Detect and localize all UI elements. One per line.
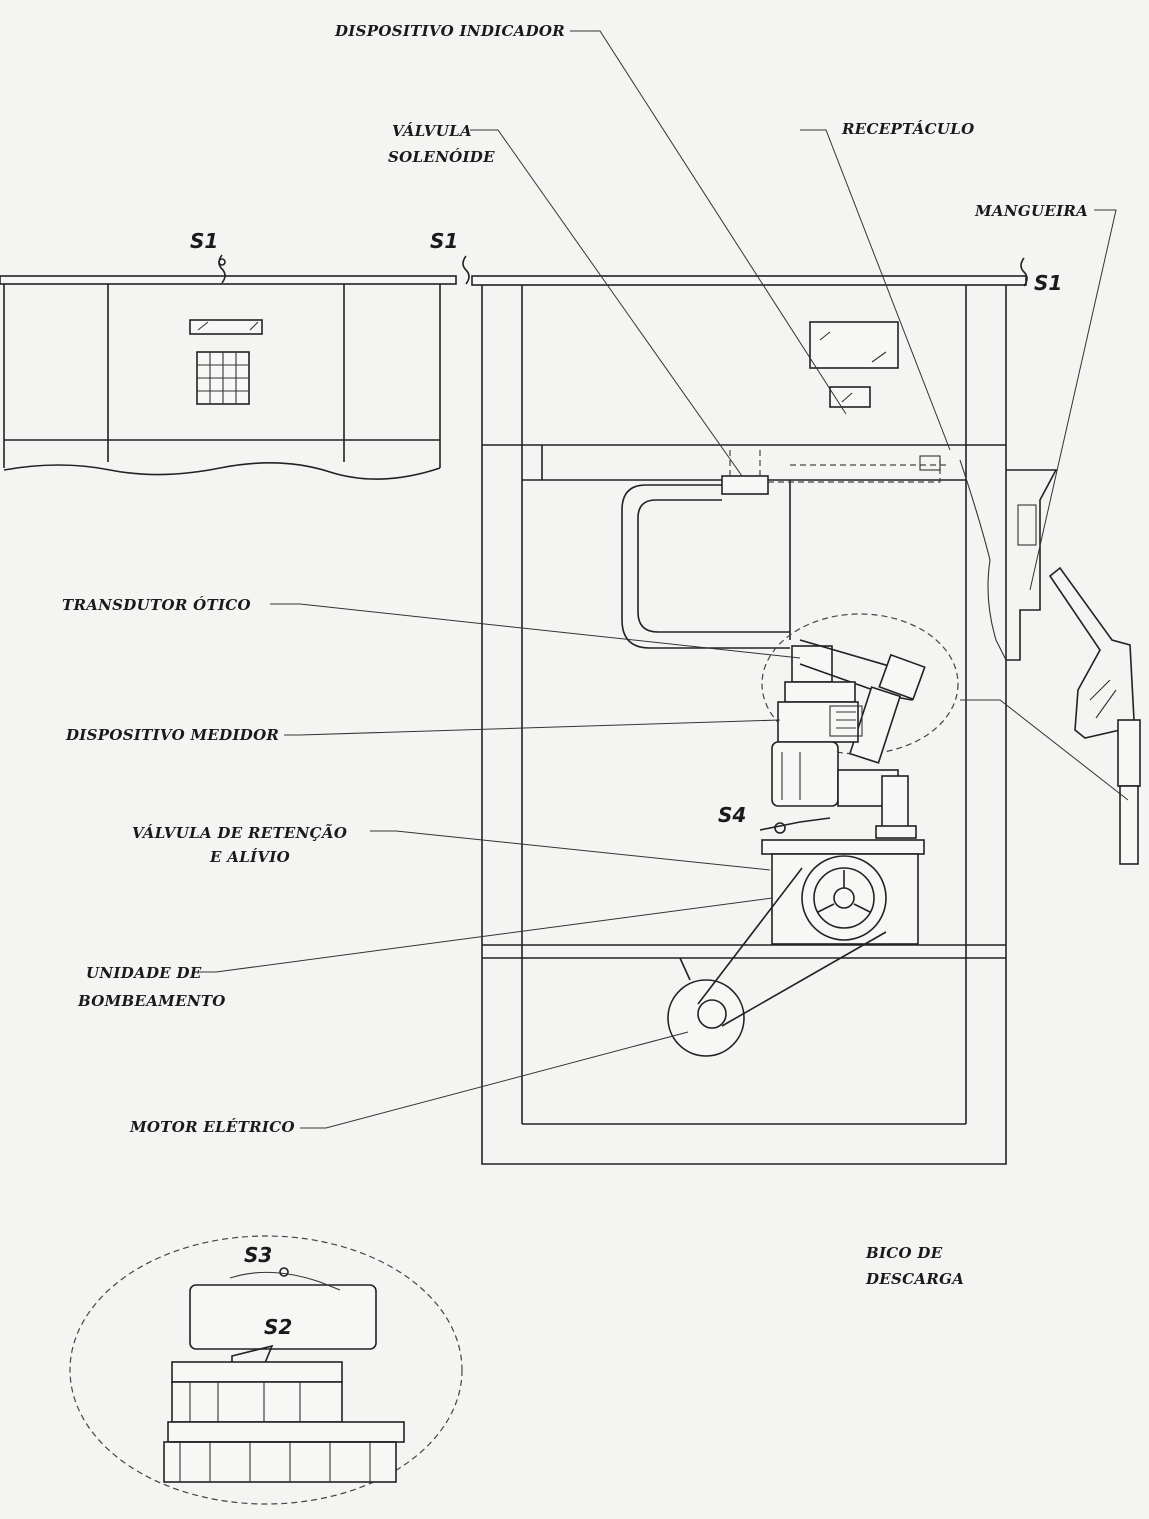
metering-device bbox=[777, 701, 859, 743]
front-view-cabinet bbox=[471, 275, 1027, 1165]
label-mangueira: MANGUEIRA bbox=[974, 202, 1088, 220]
label-valvula-solenoide-line2: SOLENÓIDE bbox=[388, 148, 495, 166]
seal-s3: S3 bbox=[244, 1243, 272, 1267]
label-unidade-bombeamento-line1: UNIDADE DE bbox=[86, 964, 202, 982]
seal-s1-middle: S1 bbox=[430, 229, 458, 253]
label-valvula-solenoide-line1: VÁLVULA bbox=[392, 122, 472, 140]
solenoid-valve bbox=[721, 475, 769, 495]
label-dispositivo-indicador: DISPOSITIVO INDICADOR bbox=[334, 22, 565, 40]
seal-s2: S2 bbox=[264, 1315, 292, 1339]
label-receptaculo: RECEPTÁCULO bbox=[841, 120, 974, 138]
detail-inset bbox=[69, 1235, 463, 1505]
electric-motor bbox=[667, 979, 745, 1057]
leader-lines bbox=[192, 30, 1129, 1129]
meter-pump-assembly bbox=[667, 613, 959, 1057]
check-relief-valve bbox=[774, 822, 786, 834]
label-unidade-bombeamento-line2: BOMBEAMENTO bbox=[77, 992, 226, 1010]
discharge-nozzle bbox=[1048, 566, 1141, 865]
side-view-cabinet bbox=[0, 254, 457, 480]
seal-s1-right: S1 bbox=[1034, 271, 1062, 295]
seal-s1-left: S1 bbox=[190, 229, 218, 253]
seal-s1-right-wire bbox=[1020, 257, 1028, 287]
label-valvula-retencao-line2: E ALÍVIO bbox=[209, 848, 290, 866]
label-transdutor-otico: TRANSDUTOR ÓTICO bbox=[62, 596, 251, 614]
seal-s4: S4 bbox=[718, 803, 746, 827]
indicator-display-window bbox=[809, 321, 899, 369]
side-view-grille bbox=[196, 351, 250, 405]
label-valvula-retencao-line1: VÁLVULA DE RETENÇÃO bbox=[132, 823, 347, 842]
label-motor-eletrico: MOTOR ELÉTRICO bbox=[129, 1118, 295, 1136]
seal-s3-wire bbox=[279, 1267, 289, 1277]
seal-s1-middle-wire bbox=[462, 255, 470, 285]
nozzle-receptacle bbox=[959, 459, 1141, 865]
label-bico-descarga-line2: DESCARGA bbox=[865, 1270, 964, 1288]
label-bico-descarga-line1: BICO DE bbox=[865, 1244, 943, 1262]
label-dispositivo-medidor: DISPOSITIVO MEDIDOR bbox=[65, 726, 279, 744]
